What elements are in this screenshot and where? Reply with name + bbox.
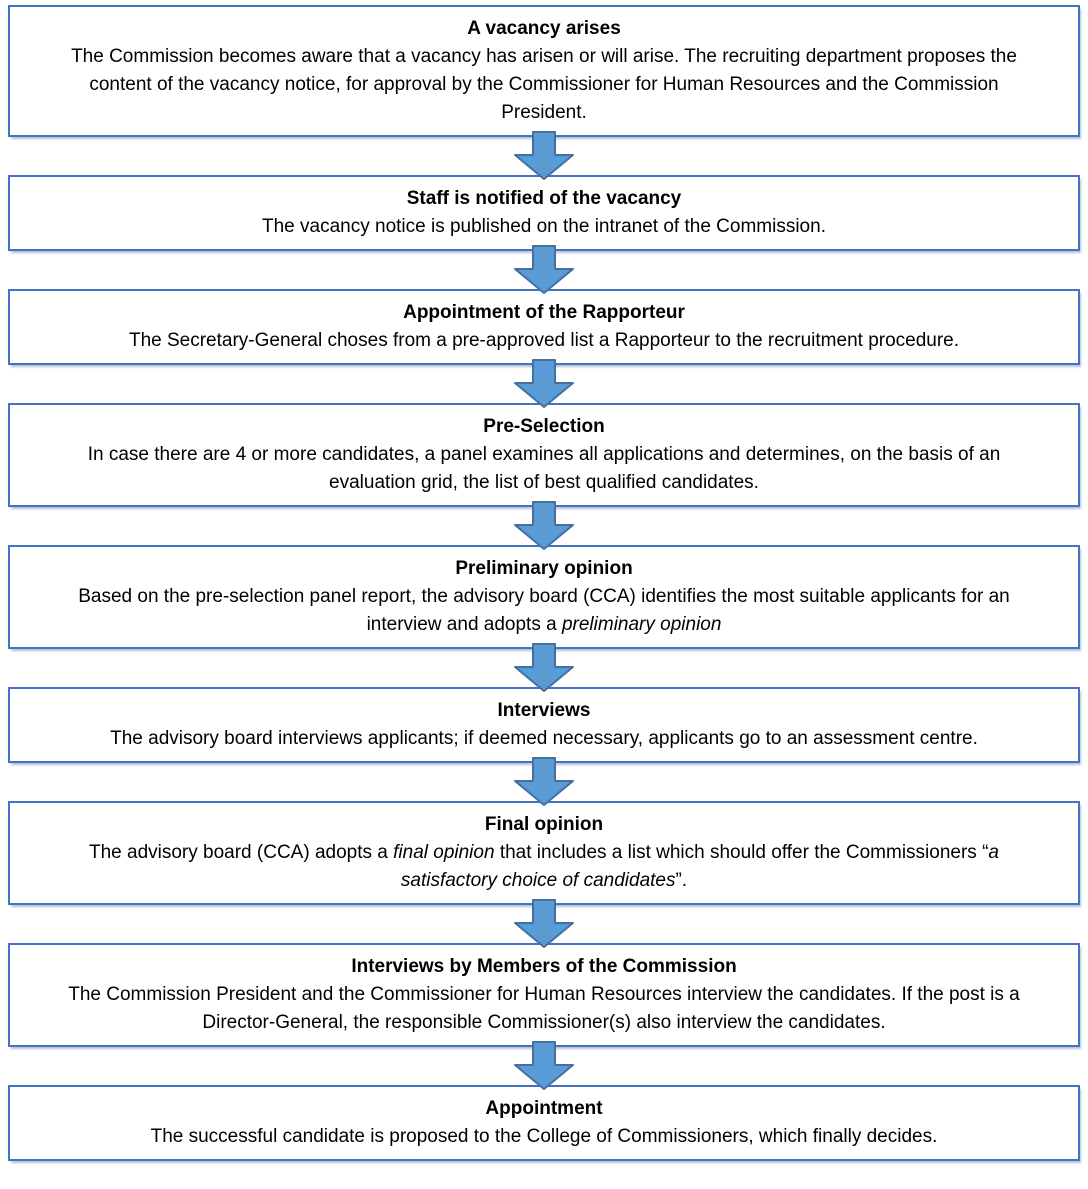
step-box-staff-notified: Staff is notified of the vacancy The vac… [8,175,1080,251]
step-box-commission-interviews: Interviews by Members of the Commission … [8,943,1080,1047]
flow-connector [8,757,1080,806]
step-title: Interviews by Members of the Commission [351,956,737,977]
step-box-rapporteur-appointment: Appointment of the Rapporteur The Secret… [8,289,1080,365]
step-body: The vacancy notice is published on the i… [262,216,826,237]
flow-connector [8,501,1080,550]
step-box-appointment: Appointment The successful candidate is … [8,1085,1080,1161]
step-box-final-opinion: Final opinion The advisory board (CCA) a… [8,801,1080,905]
flow-connector [8,245,1080,294]
step-box-interviews: Interviews The advisory board interviews… [8,687,1080,763]
step-body: In case there are 4 or more candidates, … [87,444,1001,493]
flow-connector [8,643,1080,692]
step-title: Preliminary opinion [455,558,633,579]
flow-connector [8,899,1080,948]
step-body: The successful candidate is proposed to … [150,1126,938,1147]
step-title: Final opinion [484,814,604,835]
step-title: Pre-Selection [483,416,605,437]
step-title: Interviews [497,700,591,721]
step-body: Based on the pre-selection panel report,… [78,586,1010,635]
step-body: The Commission President and the Commiss… [68,984,1020,1033]
flow-connector [8,131,1080,180]
flow-connector [8,359,1080,408]
down-arrow-icon [514,131,574,180]
down-arrow-icon [514,757,574,806]
step-body: The Secretary-General choses from a pre-… [128,330,960,351]
down-arrow-icon [514,359,574,408]
step-title: Appointment of the Rapporteur [403,302,685,323]
step-title: Staff is notified of the vacancy [406,188,682,209]
down-arrow-icon [514,643,574,692]
flow-connector [8,1041,1080,1090]
down-arrow-icon [514,1041,574,1090]
down-arrow-icon [514,501,574,550]
down-arrow-icon [514,245,574,294]
step-box-pre-selection: Pre-Selection In case there are 4 or mor… [8,403,1080,507]
step-title: A vacancy arises [467,18,621,39]
down-arrow-icon [514,899,574,948]
step-body: The advisory board interviews applicants… [110,728,978,749]
step-box-vacancy-arises: A vacancy arises The Commission becomes … [8,5,1080,137]
step-box-preliminary-opinion: Preliminary opinion Based on the pre-sel… [8,545,1080,649]
step-body: The advisory board (CCA) adopts a final … [88,842,999,891]
step-body: The Commission becomes aware that a vaca… [71,46,1017,123]
step-title: Appointment [485,1098,603,1119]
